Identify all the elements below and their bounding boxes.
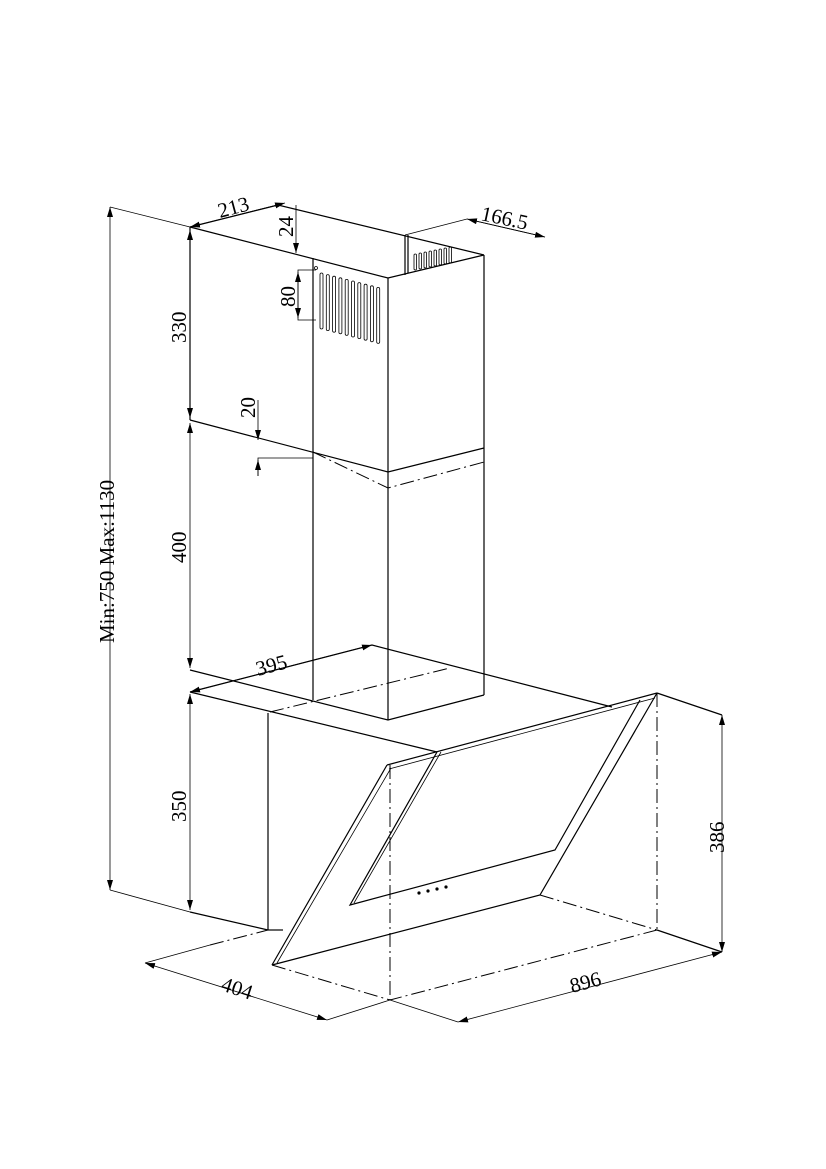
vent-slot bbox=[413, 253, 417, 271]
vent-slot bbox=[325, 274, 330, 332]
vent-slots bbox=[319, 246, 452, 344]
dim-lower-chimney-height: 400 bbox=[167, 532, 191, 564]
vent-slot bbox=[438, 248, 442, 266]
vent-slot bbox=[351, 280, 355, 338]
dim-total-height: Min:750 Max:1130 bbox=[95, 480, 119, 643]
vent-slot bbox=[423, 251, 427, 269]
dim-inner-chimney-width: 166.5 bbox=[479, 201, 530, 234]
vent-slot bbox=[369, 285, 374, 343]
dim-front-height: 386 bbox=[705, 822, 729, 854]
glass-panel bbox=[271, 692, 723, 1001]
dim-chimney-depth: 213 bbox=[215, 191, 252, 222]
dim-top-offset: 24 bbox=[274, 216, 298, 238]
vent-slot bbox=[344, 278, 349, 336]
vent-slot bbox=[418, 252, 422, 270]
vent-slot bbox=[338, 277, 343, 335]
lower-chimney bbox=[189, 667, 485, 721]
dim-upper-chimney-height: 330 bbox=[167, 312, 191, 344]
dim-body-depth: 404 bbox=[218, 972, 256, 1005]
vent-slot bbox=[428, 250, 432, 268]
vent-slot bbox=[363, 283, 368, 341]
dim-overlap: 20 bbox=[236, 397, 260, 418]
dim-vent-height: 80 bbox=[276, 286, 300, 307]
vent-slot bbox=[448, 246, 452, 264]
vent-slot bbox=[357, 282, 362, 340]
vent-slot bbox=[332, 275, 337, 333]
upper-chimney bbox=[189, 204, 546, 720]
vent-slot bbox=[443, 247, 447, 265]
dim-body-width: 896 bbox=[567, 966, 604, 997]
vent-slot bbox=[433, 249, 437, 267]
dim-body-height: 350 bbox=[167, 791, 191, 823]
hood-body bbox=[189, 644, 613, 946]
vent-slot bbox=[319, 272, 324, 330]
vent-slot bbox=[376, 286, 381, 344]
dim-body-depth-top: 395 bbox=[253, 649, 290, 680]
dimension-lines bbox=[107, 202, 725, 1023]
control-buttons bbox=[417, 885, 448, 895]
